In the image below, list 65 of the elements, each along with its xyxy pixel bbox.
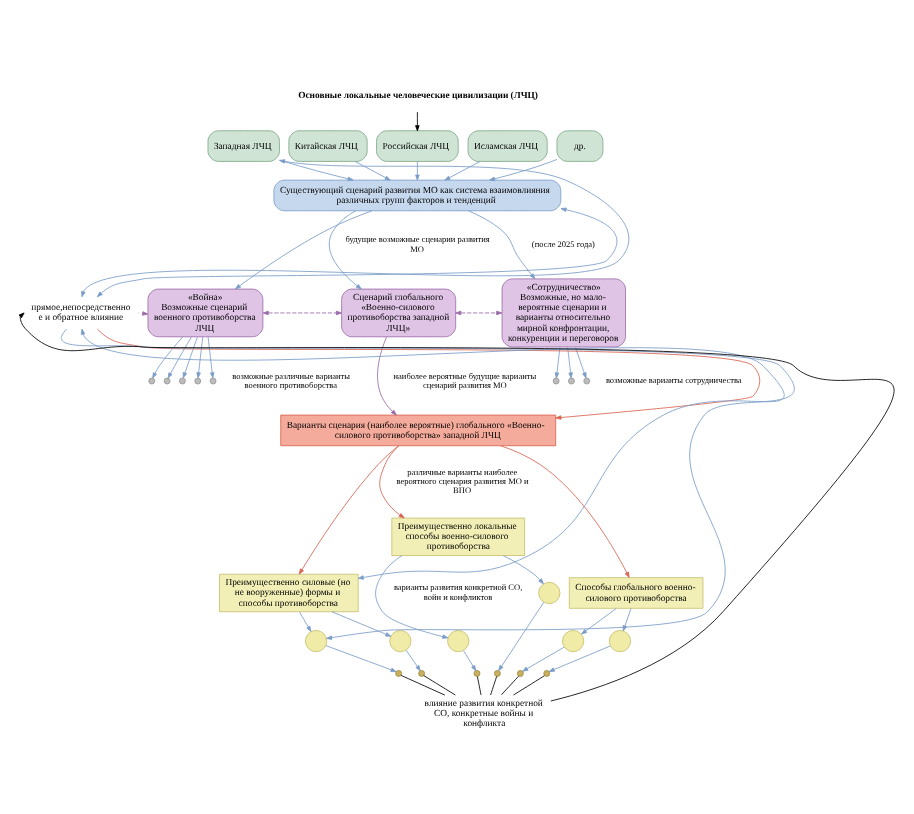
node-circle	[543, 670, 551, 677]
arrow	[377, 336, 397, 416]
node-circle	[389, 630, 412, 653]
arrow	[182, 336, 198, 379]
arrow	[196, 336, 204, 379]
node-circle	[305, 630, 328, 653]
node-circle	[179, 377, 186, 385]
arrow	[468, 210, 536, 280]
connector	[423, 675, 456, 696]
arrow	[415, 161, 420, 181]
arrow	[500, 445, 630, 578]
node-circle	[209, 377, 217, 385]
arrow	[80, 328, 785, 580]
node-circle	[568, 377, 575, 385]
arrow	[207, 336, 215, 379]
arrow	[498, 601, 545, 672]
arrow	[234, 210, 373, 290]
node-circle	[163, 377, 171, 385]
arrow	[331, 611, 392, 637]
connector	[477, 676, 482, 696]
node-circle	[583, 377, 591, 385]
connector	[513, 675, 545, 696]
connector	[400, 674, 446, 696]
arrow	[575, 346, 587, 379]
connector	[501, 675, 520, 696]
node-circle	[494, 670, 501, 677]
arrow	[375, 555, 449, 639]
arrow	[279, 159, 354, 182]
arrow	[444, 161, 481, 181]
arrow	[581, 608, 617, 635]
node-circle	[562, 630, 585, 653]
arrow	[299, 611, 312, 632]
arrow	[152, 336, 184, 379]
node-circle	[148, 377, 156, 385]
arrow	[60, 328, 795, 640]
arrow	[567, 346, 573, 379]
arrow	[325, 645, 397, 673]
node-circle	[418, 670, 426, 677]
node-circle	[608, 630, 632, 653]
arrow	[554, 346, 561, 379]
arrow	[405, 649, 421, 672]
arrow	[489, 158, 558, 182]
arrow	[328, 210, 362, 290]
node-circle	[516, 670, 524, 677]
arrow	[415, 111, 420, 132]
node-circle	[538, 581, 561, 605]
node-circle	[473, 670, 481, 677]
arrow	[463, 650, 477, 672]
node-circle	[194, 377, 202, 385]
arrow	[81, 159, 630, 298]
arrow	[502, 555, 544, 585]
arrow	[96, 328, 761, 420]
arrow	[455, 310, 503, 316]
arrow	[379, 445, 405, 519]
node-circle	[447, 630, 470, 653]
connector	[490, 675, 498, 696]
arrow	[354, 161, 391, 181]
node-circle	[552, 377, 560, 385]
arrow	[96, 207, 618, 298]
arrow	[298, 445, 399, 575]
arrow	[522, 646, 565, 672]
node-circle	[395, 670, 403, 677]
arrow	[167, 336, 192, 379]
arrow	[548, 645, 611, 672]
arrow	[262, 310, 342, 316]
